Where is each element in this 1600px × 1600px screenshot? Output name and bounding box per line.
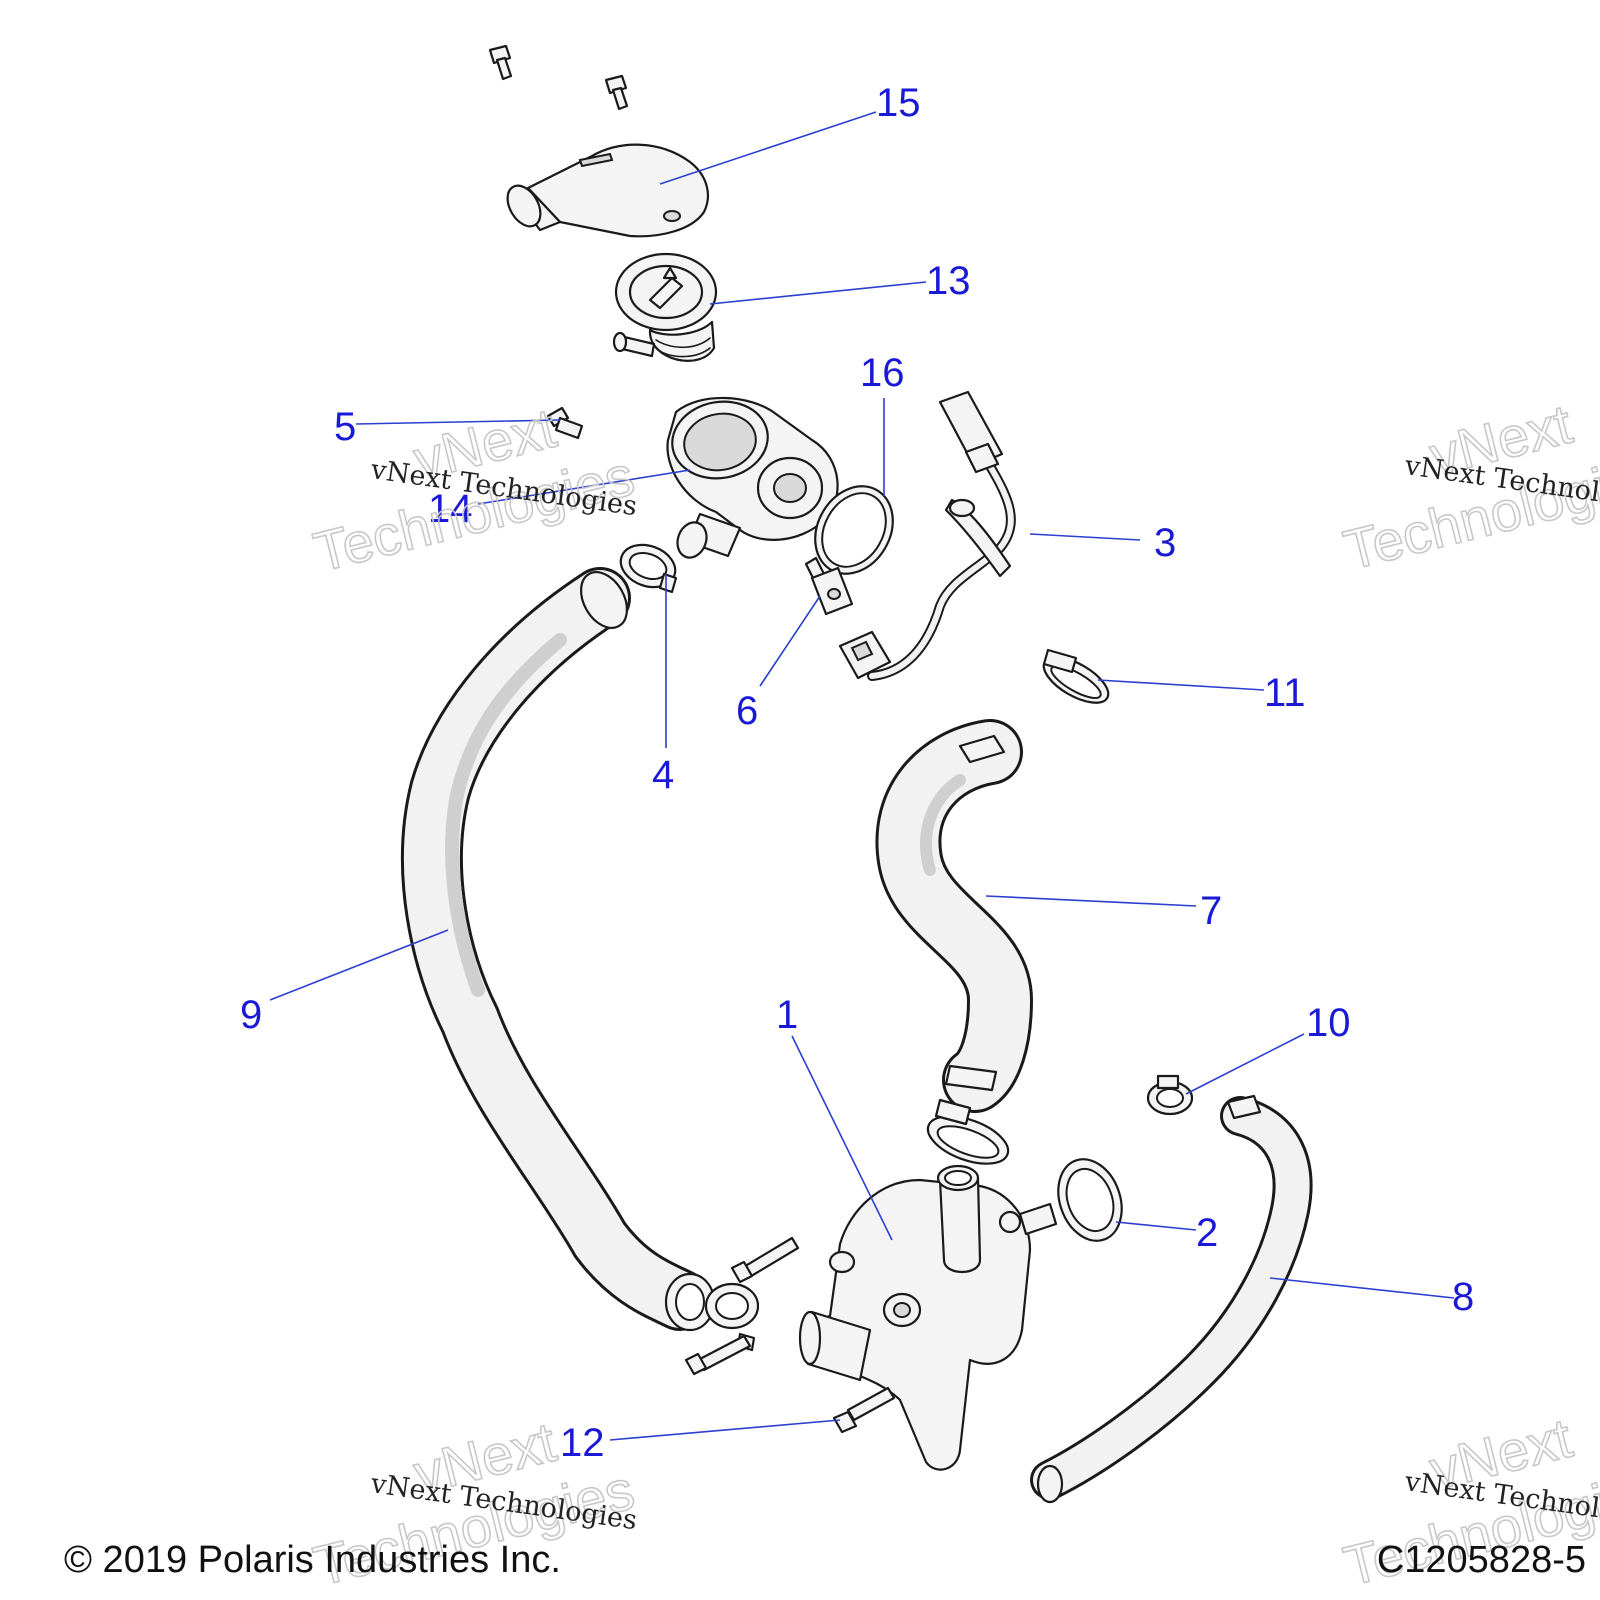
part-7-coolant-hose bbox=[875, 719, 1033, 1113]
callout-4: 4 bbox=[652, 753, 674, 797]
callout-15: 15 bbox=[876, 81, 921, 125]
callout-5: 5 bbox=[334, 405, 356, 449]
callout-7: 7 bbox=[1200, 889, 1222, 933]
part-6-temperature-sensor bbox=[804, 556, 854, 616]
bolt-lower-left bbox=[684, 1334, 752, 1376]
callout-12: 12 bbox=[560, 1421, 605, 1465]
leader-6 bbox=[759, 595, 821, 687]
callout-11: 11 bbox=[1264, 671, 1306, 715]
part-4-clamp bbox=[619, 543, 678, 594]
callout-8: 8 bbox=[1452, 1275, 1474, 1319]
leader-10 bbox=[1185, 1033, 1305, 1095]
leader-12 bbox=[609, 1419, 841, 1441]
leader-7 bbox=[985, 895, 1197, 907]
callout-16: 16 bbox=[860, 351, 905, 395]
water-pump-hose-clamp bbox=[926, 1098, 1010, 1165]
part-15-thermostat-cover bbox=[506, 143, 709, 238]
leader-2 bbox=[1115, 1221, 1197, 1231]
drawing-number: C1205828-5 bbox=[1377, 1539, 1586, 1581]
watermark-upper-right: vNext Technologies vNext Technologies bbox=[1337, 391, 1600, 582]
callout-3: 3 bbox=[1154, 521, 1176, 565]
leader-15 bbox=[659, 111, 877, 185]
part-10-hose-clamp bbox=[1146, 1074, 1194, 1116]
callout-labels: 15 13 16 5 14 3 11 6 4 7 1 9 10 2 8 12 bbox=[240, 81, 1474, 1465]
leader-1 bbox=[791, 1035, 893, 1241]
leader-14 bbox=[477, 469, 691, 505]
callout-1: 1 bbox=[776, 993, 798, 1037]
part-15-bolt-left bbox=[488, 44, 513, 81]
leader-5 bbox=[355, 419, 561, 425]
part-2-gasket bbox=[1057, 1158, 1123, 1242]
callout-2: 2 bbox=[1196, 1211, 1218, 1255]
callout-10: 10 bbox=[1306, 1001, 1351, 1045]
part-15-bolt-right bbox=[604, 74, 629, 111]
callout-13: 13 bbox=[926, 259, 971, 303]
leader-9 bbox=[269, 929, 449, 1001]
part-9-coolant-hose bbox=[401, 567, 716, 1332]
leader-3 bbox=[1029, 533, 1141, 541]
leader-13 bbox=[709, 281, 927, 305]
leader-11 bbox=[1097, 679, 1265, 691]
part-12-bolt bbox=[832, 1386, 896, 1434]
hose-9-end-clamp bbox=[704, 1282, 760, 1352]
leader-8 bbox=[1269, 1277, 1455, 1299]
part-16-o-ring bbox=[814, 485, 894, 575]
part-3-wire-harness bbox=[838, 390, 1016, 681]
part-5-bolt bbox=[546, 406, 584, 440]
bolt-upper-left bbox=[730, 1236, 800, 1284]
part-13-thermostat bbox=[612, 252, 718, 362]
callout-14: 14 bbox=[428, 487, 473, 531]
part-1-water-pump bbox=[798, 1164, 1058, 1471]
callout-6: 6 bbox=[736, 689, 758, 733]
leader-lines bbox=[269, 111, 1455, 1441]
copyright-notice: © 2019 Polaris Industries Inc. bbox=[64, 1539, 561, 1581]
callout-9: 9 bbox=[240, 993, 262, 1037]
part-8-coolant-hose bbox=[1030, 1094, 1313, 1504]
part-11-hose-clamp bbox=[1042, 648, 1110, 704]
part-14-thermostat-housing bbox=[666, 396, 839, 559]
